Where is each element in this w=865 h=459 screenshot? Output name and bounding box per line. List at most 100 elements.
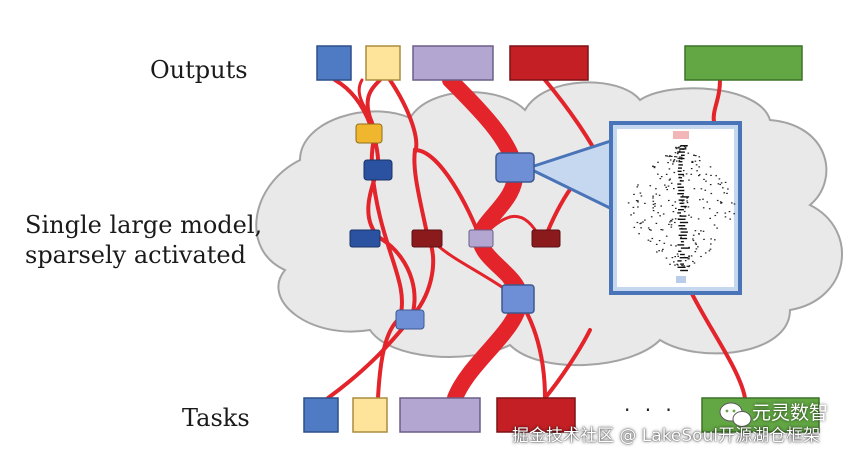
network-dot <box>688 265 691 267</box>
network-dot <box>731 202 733 204</box>
network-dot <box>685 173 688 175</box>
network-dot <box>660 205 662 207</box>
network-dot <box>632 206 635 208</box>
network-dot <box>665 235 668 237</box>
network-dot <box>669 159 672 161</box>
network-spine-dot <box>679 148 687 150</box>
network-dot <box>723 192 726 194</box>
network-spine-dot <box>678 189 685 192</box>
network-dot <box>688 179 690 181</box>
network-spine-dot <box>680 205 687 208</box>
network-dot <box>667 162 669 164</box>
network-spine-dot <box>678 173 684 176</box>
network-dot <box>640 195 643 197</box>
network-dot <box>640 227 642 229</box>
network-dot <box>690 168 693 170</box>
network-dot <box>710 238 712 240</box>
network-dot <box>709 217 711 219</box>
network-dot <box>675 148 678 150</box>
network-dot <box>661 229 664 231</box>
network-spine-dot <box>677 170 682 172</box>
network-dot <box>662 213 665 215</box>
network-dot <box>733 213 735 215</box>
network-dot <box>637 206 639 208</box>
network-dot <box>719 201 722 203</box>
network-dot <box>656 251 658 253</box>
network-dot <box>682 202 685 204</box>
network-dot <box>677 264 679 266</box>
network-spine-dot <box>680 196 690 198</box>
network-dot <box>652 165 654 168</box>
network-dot <box>654 203 656 205</box>
network-dot <box>690 173 693 175</box>
network-dot <box>675 245 677 247</box>
network-dot <box>669 155 671 157</box>
network-dot <box>714 214 717 217</box>
network-dot <box>687 206 690 208</box>
network-dot <box>633 226 636 228</box>
network-dot <box>695 155 697 157</box>
network-dot <box>649 185 652 187</box>
network-dot <box>647 239 650 241</box>
network-spine-dot <box>678 177 682 179</box>
network-dot <box>698 166 700 168</box>
network-dot <box>668 155 670 158</box>
network-dot <box>690 255 693 257</box>
network-dot <box>727 188 729 190</box>
network-spine-dot <box>680 253 685 256</box>
network-dot <box>660 229 662 231</box>
network-dot <box>657 161 659 163</box>
network-dot <box>668 199 670 202</box>
network-dot <box>720 202 722 204</box>
tasks-label: Tasks <box>182 404 250 432</box>
network-spine-dot <box>679 221 689 224</box>
network-dot <box>652 197 654 199</box>
network-dot <box>682 170 685 172</box>
network-dot <box>697 218 700 220</box>
expert-node-red-dark <box>531 229 561 248</box>
network-dot <box>682 175 685 177</box>
network-dot <box>710 174 712 176</box>
network-dot <box>680 156 683 158</box>
network-dot <box>655 193 658 195</box>
network-dot <box>659 178 662 180</box>
network-spine-dot <box>679 180 684 182</box>
network-dot <box>677 255 679 257</box>
network-dot <box>716 212 719 214</box>
network-spine-dot <box>679 237 688 240</box>
network-dot <box>673 171 676 174</box>
expert-node-red-dark <box>411 229 443 248</box>
network-dot <box>684 147 687 149</box>
network-dot <box>700 230 702 232</box>
network-spine-dot <box>680 247 690 249</box>
network-spine-dot <box>680 269 688 272</box>
network-dot <box>678 160 681 162</box>
network-dot <box>677 157 680 159</box>
network-dot <box>703 178 705 180</box>
logo-text: 元灵数智 <box>752 402 829 424</box>
network-dot <box>662 248 664 250</box>
network-dot <box>687 152 690 154</box>
route-path <box>388 78 419 154</box>
network-spine-dot <box>678 157 685 160</box>
network-dot <box>704 189 707 191</box>
network-dot <box>630 214 632 216</box>
network-dot <box>715 175 717 177</box>
network-dot <box>686 197 688 199</box>
network-dot <box>709 248 712 250</box>
network-dot <box>636 186 639 188</box>
network-spine-dot <box>679 215 687 217</box>
expert-node-blue-dark <box>349 229 381 248</box>
network-dot <box>692 238 694 240</box>
model-label-line2: sparsely activated <box>25 241 246 269</box>
network-dot <box>655 188 657 190</box>
network-dot <box>688 256 690 258</box>
network-dot <box>672 163 674 165</box>
network-dot <box>722 187 724 189</box>
network-dot <box>640 222 643 224</box>
network-dot <box>673 261 675 263</box>
network-dot <box>665 257 668 259</box>
network-dot <box>665 173 668 175</box>
network-dot <box>716 227 718 229</box>
network-spine-dot <box>678 209 684 211</box>
